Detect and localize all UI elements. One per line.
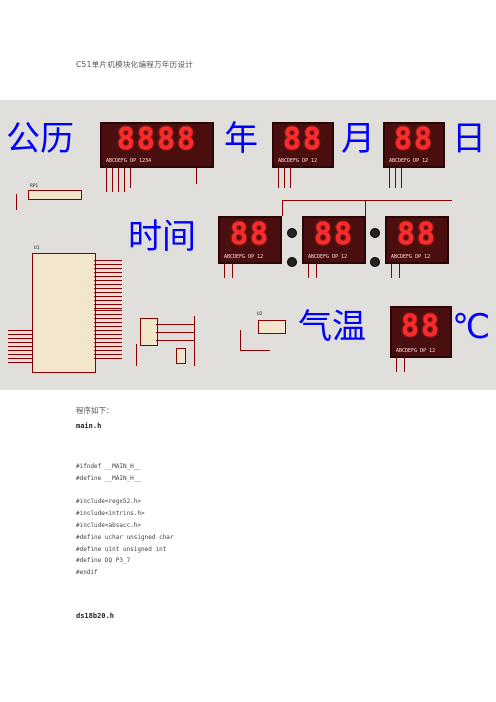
wire <box>290 168 291 188</box>
wire <box>316 264 317 278</box>
code-line <box>76 485 174 497</box>
wire <box>365 200 366 216</box>
year-pins: ABCDEFG DP 1234 <box>106 158 152 164</box>
second-digits: 88 <box>396 217 438 252</box>
code-line: #define uint unsigned int <box>76 545 167 553</box>
code-line: #include<regx52.h> <box>76 498 142 506</box>
circuit-schematic: 公历 年 月 日 时间 气温 ℃ 8888 ABCDEFG DP 1234 88… <box>0 100 496 390</box>
resistor-pack <box>28 190 82 200</box>
second-pins: ABCDEFG DP 12 <box>391 254 431 260</box>
label-day: 日 <box>452 119 486 159</box>
day-pins: ABCDEFG DP 12 <box>389 158 429 164</box>
month-pins: ABCDEFG DP 12 <box>278 158 318 164</box>
month-display: 88 ABCDEFG DP 12 <box>272 122 334 168</box>
wire <box>118 168 119 192</box>
wire <box>16 194 17 210</box>
label-celsius: ℃ <box>452 307 491 347</box>
minute-digits: 88 <box>313 217 355 252</box>
wire <box>389 168 390 188</box>
day-digits: 88 <box>393 122 435 157</box>
label-temperature: 气温 <box>298 307 366 347</box>
colon-dot <box>370 257 380 267</box>
code-block-main-h: #ifndef __MAIN_H__ #define __MAIN_H__ #inc… <box>76 461 174 579</box>
colon-dot <box>287 257 297 267</box>
day-display: 88 ABCDEFG DP 12 <box>383 122 445 168</box>
wire <box>395 168 396 188</box>
temp-digits: 88 <box>400 309 442 344</box>
label-month: 月 <box>341 119 375 159</box>
hour-pins: ABCDEFG DP 12 <box>224 254 264 260</box>
mcu-label: U1 <box>34 246 40 251</box>
wire <box>156 340 194 341</box>
year-digits: 8888 <box>116 122 198 157</box>
doc-title: C51单片机模块化编程万年历设计 <box>76 60 194 69</box>
code-line: #include<intrins.h> <box>76 510 145 518</box>
wire <box>278 168 279 188</box>
wire <box>194 316 195 366</box>
code-line: #ifndef __MAIN_H__ <box>76 463 142 470</box>
program-intro: 程序如下： <box>76 406 114 415</box>
file-name-ds18b20-h: ds18b20.h <box>76 612 114 620</box>
wire <box>224 264 225 278</box>
wire <box>156 324 194 325</box>
wire <box>196 168 197 184</box>
mcu-chip <box>32 253 96 373</box>
temp-pins: ABCDEFG DP 12 <box>396 348 436 354</box>
wire <box>399 264 400 278</box>
minute-pins: ABCDEFG DP 12 <box>308 254 348 260</box>
wire <box>106 168 107 192</box>
hour-display: 88 ABCDEFG DP 12 <box>218 216 282 264</box>
wire <box>391 264 392 278</box>
code-line: #endif <box>76 569 98 577</box>
hour-digits: 88 <box>229 217 271 252</box>
wire <box>240 350 270 351</box>
code-line: #define DQ P3_7 <box>76 557 131 565</box>
button-block <box>176 348 186 364</box>
wire <box>232 264 233 278</box>
wire <box>130 168 131 188</box>
wire <box>124 168 125 192</box>
wire <box>156 332 194 333</box>
wire <box>136 344 137 366</box>
wire <box>284 168 285 188</box>
month-digits: 88 <box>282 122 324 157</box>
wire <box>282 200 283 216</box>
code-line: #include<absacc.h> <box>76 521 142 529</box>
wire <box>404 358 405 372</box>
resistor-pack-label: RP1 <box>30 184 39 189</box>
file-name-main-h: main.h <box>76 422 102 430</box>
wire <box>282 200 452 201</box>
second-display: 88 ABCDEFG DP 12 <box>385 216 449 264</box>
code-line: #define uchar unsigned char <box>76 533 174 541</box>
label-calendar: 公历 <box>6 119 74 159</box>
minute-display: 88 ABCDEFG DP 12 <box>302 216 366 264</box>
wire <box>94 260 122 310</box>
label-year: 年 <box>224 119 258 159</box>
wire <box>401 168 402 188</box>
wire <box>94 310 122 362</box>
label-time: 时间 <box>128 217 196 257</box>
wire <box>396 358 397 372</box>
code-line: #define __MAIN_H__ <box>76 474 142 482</box>
wire <box>240 330 241 350</box>
colon-dot <box>370 228 380 238</box>
year-display: 8888 ABCDEFG DP 1234 <box>100 122 214 168</box>
temp-display: 88 ABCDEFG DP 12 <box>390 306 452 358</box>
sensor-label: U2 <box>257 312 263 317</box>
wire <box>112 168 113 192</box>
wire <box>308 264 309 278</box>
wire <box>8 330 32 366</box>
sensor-chip <box>258 320 286 334</box>
colon-dot <box>287 228 297 238</box>
